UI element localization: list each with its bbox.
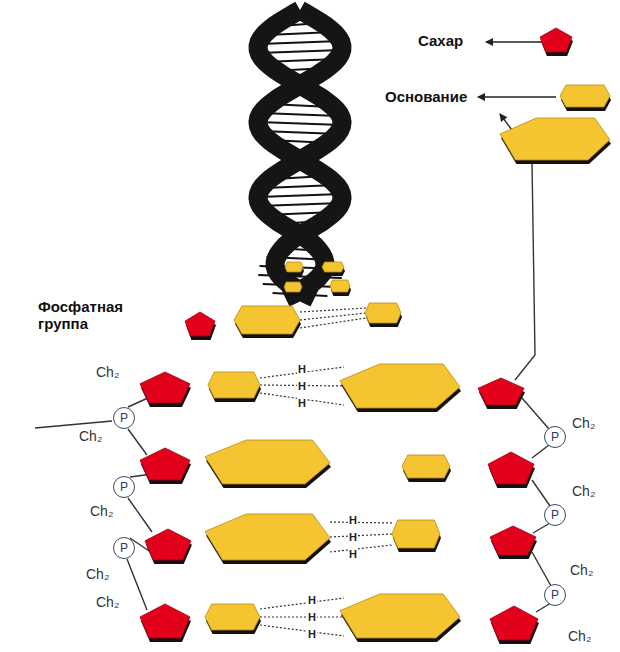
phosphate-symbol: P bbox=[551, 509, 559, 521]
hydrogen-label: H bbox=[307, 611, 317, 623]
hydrogen-label: H bbox=[297, 397, 307, 409]
base-label: Основание bbox=[385, 88, 467, 105]
ch2-label: Ch₂ bbox=[96, 594, 119, 610]
sugars-and-bases bbox=[140, 28, 611, 644]
ch2-label: Ch₂ bbox=[572, 483, 595, 499]
phosphate-label: Фосфатная группа bbox=[38, 298, 138, 333]
phosphate-circle: P bbox=[113, 407, 135, 429]
phosphate-symbol: P bbox=[120, 412, 128, 424]
phosphate-symbol: P bbox=[120, 542, 128, 554]
phosphate-circle: P bbox=[544, 504, 566, 526]
phosphate-circle: P bbox=[113, 537, 135, 559]
hydrogen-label: H bbox=[297, 380, 307, 392]
legend-arrows bbox=[478, 42, 556, 130]
phosphate-symbol: P bbox=[120, 481, 128, 493]
hydrogen-label: H bbox=[297, 363, 307, 375]
phosphate-circle: P bbox=[544, 426, 566, 448]
ch2-label: Ch₂ bbox=[572, 415, 595, 431]
phosphate-symbol: P bbox=[551, 589, 559, 601]
phosphate-circle: P bbox=[113, 476, 135, 498]
ch2-label: Ch₂ bbox=[570, 562, 593, 578]
backbone-lines bbox=[35, 162, 551, 612]
double-helix bbox=[258, 10, 342, 298]
hydrogen-label: H bbox=[307, 628, 317, 640]
hydrogen-label: H bbox=[348, 514, 358, 526]
phosphate-circle: P bbox=[544, 584, 566, 606]
ch2-label: Ch₂ bbox=[86, 566, 109, 582]
ch2-label: Ch₂ bbox=[568, 628, 591, 644]
ch2-label: Ch₂ bbox=[96, 364, 119, 380]
ch2-label: Ch₂ bbox=[79, 428, 102, 444]
hydrogen-label: H bbox=[348, 548, 358, 560]
hydrogen-label: H bbox=[348, 531, 358, 543]
hydrogen-label: H bbox=[307, 594, 317, 606]
sugar-label: Сахар bbox=[418, 32, 463, 49]
phosphate-symbol: P bbox=[551, 431, 559, 443]
ch2-label: Ch₂ bbox=[90, 503, 113, 519]
